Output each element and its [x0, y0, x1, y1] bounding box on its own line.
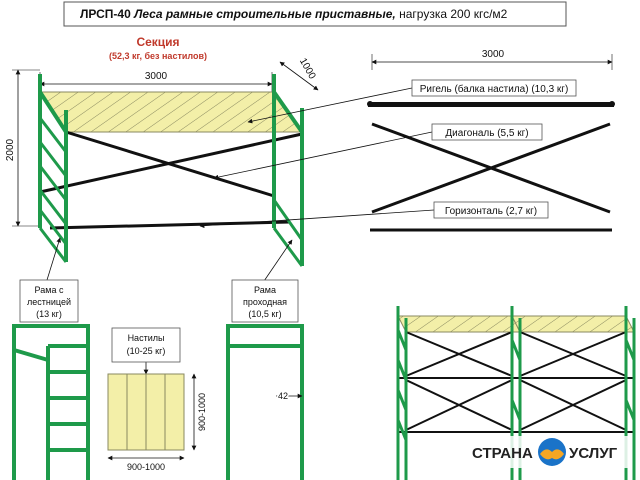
callout-decks: Настилы (10-25 кг)	[111, 327, 181, 375]
dim-depth: 1000	[279, 56, 319, 91]
dim-gap-label: 42	[278, 391, 288, 401]
callout-ladder-frame-l1: Рама с	[35, 285, 64, 295]
title-box: ЛРСП-40 Леса рамные строительные пристав…	[63, 1, 567, 27]
callout-decks-l2: (10-25 кг)	[127, 346, 166, 356]
watermark-text-left: СТРАНА	[472, 445, 533, 462]
watermark-logo: СТРАНА УСЛУГ	[470, 436, 632, 468]
diagonal-part	[371, 122, 611, 214]
callout-ladder-frame: Рама с лестницей (13 кг)	[19, 237, 79, 323]
dim-length-right: 3000	[371, 49, 613, 70]
section-deck	[39, 91, 303, 133]
dim-deck-length-label: 900-1000	[197, 393, 207, 431]
title-name: Леса рамные строительные приставные,	[133, 7, 396, 21]
scaffold-section	[38, 74, 304, 267]
callout-decks-l1: Настилы	[128, 333, 165, 343]
callout-walk-frame-l3: (10,5 кг)	[248, 309, 281, 319]
callout-diagonal: Диагональ (5,5 кг)	[213, 123, 543, 180]
dim-deck-length: 900-1000	[191, 373, 207, 451]
callout-horizontal-label: Горизонталь (2,7 кг)	[445, 206, 537, 217]
dim-length-label: 3000	[145, 71, 168, 82]
callout-walk-frame-l2: проходная	[243, 297, 287, 307]
callout-ladder-frame-l3: (13 кг)	[36, 309, 62, 319]
callout-walk-frame-l1: Рама	[254, 285, 276, 295]
title-load: нагрузка 200 кгс/м2	[399, 7, 508, 21]
dim-height: 2000	[5, 69, 40, 227]
dim-length-right-label: 3000	[482, 49, 505, 60]
dim-deck-width: 900-1000	[107, 455, 185, 472]
section-diagonal-b	[39, 132, 303, 194]
rigel-part	[367, 101, 615, 107]
ladder-frame	[12, 324, 90, 480]
callout-rigel: Ригель (балка настила) (10,3 кг)	[247, 79, 577, 124]
deck-boards	[107, 373, 185, 451]
callout-walk-frame: Рама проходная (10,5 кг)	[231, 239, 299, 323]
watermark-text-right: УСЛУГ	[569, 445, 618, 462]
dim-height-label: 2000	[5, 138, 16, 161]
callout-diagonal-label: Диагональ (5,5 кг)	[445, 128, 528, 139]
dim-gap: 42	[276, 390, 303, 403]
title-code: ЛРСП-40	[80, 7, 131, 21]
callout-horizontal: Горизонталь (2,7 кг)	[199, 201, 549, 229]
svg-text:ЛРСП-40 Леса рам: ЛРСП-40 Леса рамные строительные пристав…	[80, 7, 508, 21]
callout-rigel-label: Ригель (балка настила) (10,3 кг)	[420, 83, 569, 95]
dim-deck-width-label: 900-1000	[127, 462, 165, 472]
callout-ladder-frame-l2: лестницей	[27, 297, 71, 307]
dim-depth-label: 1000	[297, 56, 318, 81]
walk-frame	[226, 324, 304, 480]
section-weight: (52,3 кг, без настилов)	[109, 51, 207, 61]
section-label: Секция	[136, 35, 179, 49]
section-horizontal	[49, 220, 291, 230]
